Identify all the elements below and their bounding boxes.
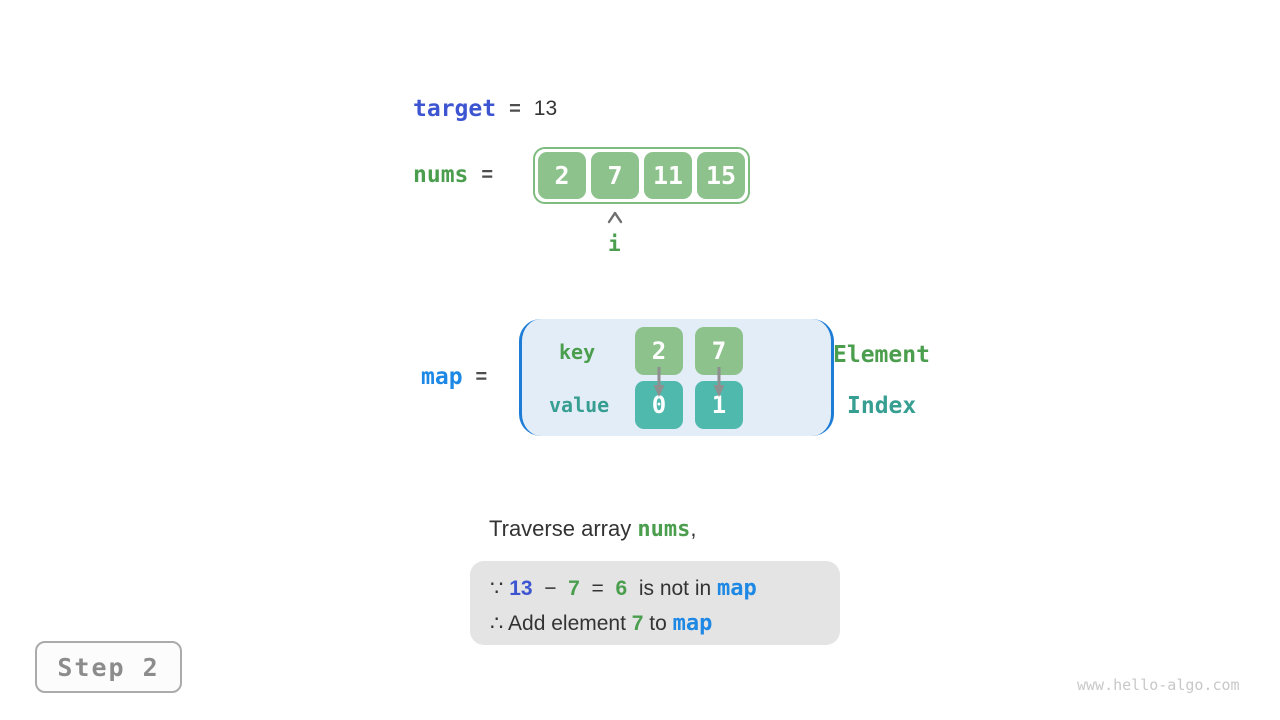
pointer-i-label: i <box>608 232 621 256</box>
map-key-cell: 7 <box>695 327 743 375</box>
nums-label-row: nums = <box>413 162 506 188</box>
note-line-1: ∵ 13 − 7 = 6 is not in map <box>490 576 757 601</box>
element-label: Element <box>833 342 930 368</box>
note-box: ∵ 13 − 7 = 6 is not in map ∴ Add element… <box>470 561 840 645</box>
hash-map-box: key value 2 7 0 1 <box>519 319 834 436</box>
caret-up-icon <box>607 211 623 224</box>
map-value-cell: 0 <box>635 381 683 429</box>
caption-line: Traverse array nums, <box>489 516 697 542</box>
map-label-row: map = <box>421 364 500 390</box>
target-keyword: target <box>413 96 497 122</box>
nums-keyword: nums <box>413 162 469 188</box>
key-row-label: key <box>559 340 596 364</box>
equals-sign: = <box>475 365 488 388</box>
map-keyword: map <box>421 364 463 390</box>
index-label: Index <box>847 393 917 419</box>
target-row: target = 13 <box>413 96 557 122</box>
equals-sign: = <box>481 163 494 186</box>
value-row-label: value <box>549 393 610 417</box>
target-value: 13 <box>533 97 558 120</box>
array-cell: 2 <box>538 152 586 199</box>
watermark: www.hello-algo.com <box>1077 676 1240 694</box>
array-cell: 7 <box>591 152 639 199</box>
nums-array: 2 7 11 15 <box>533 147 750 204</box>
note-line-2: ∴ Add element 7 to map <box>490 611 713 636</box>
step-badge: Step 2 <box>35 641 182 693</box>
array-cell: 15 <box>697 152 745 199</box>
map-key-cell: 2 <box>635 327 683 375</box>
equals-sign: = <box>509 97 521 120</box>
array-cell: 11 <box>644 152 692 199</box>
map-value-cell: 1 <box>695 381 743 429</box>
